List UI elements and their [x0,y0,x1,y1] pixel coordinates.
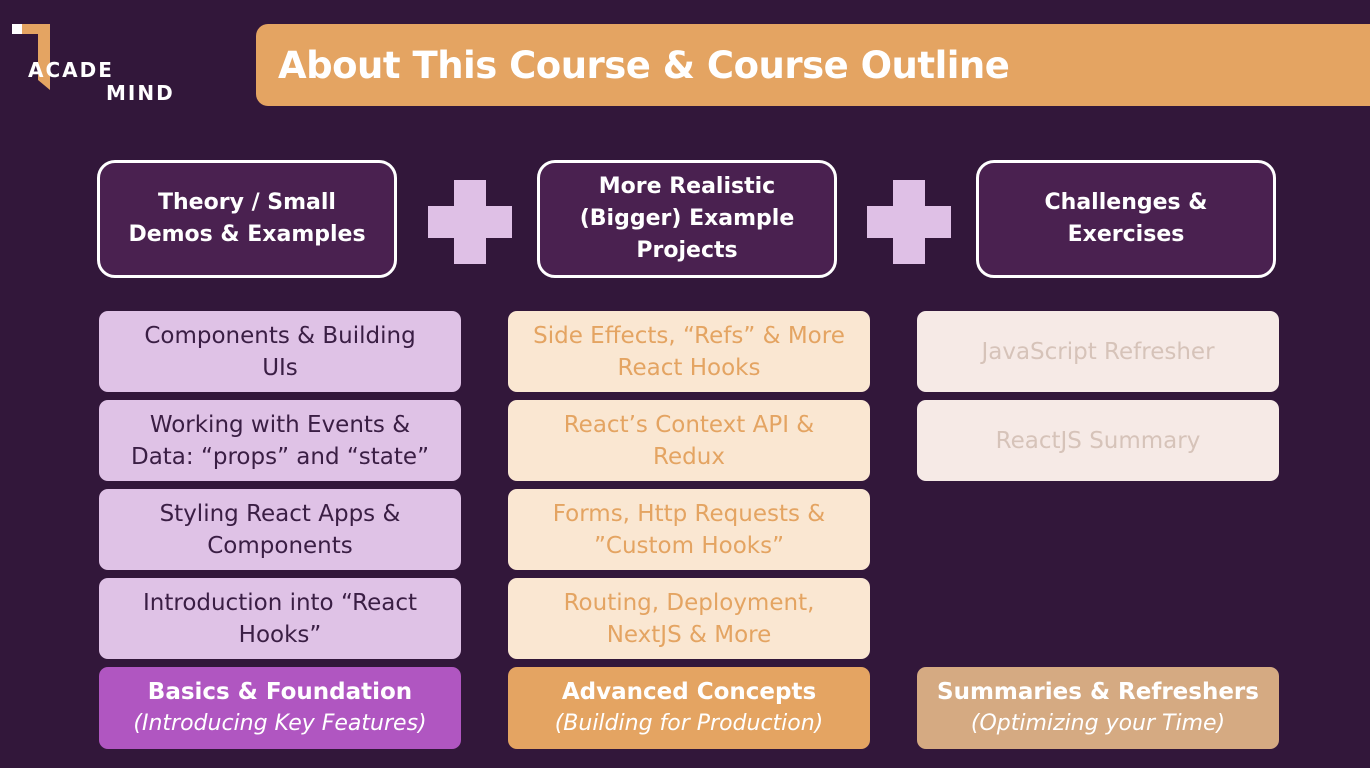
topic-card-label: Routing, Deployment, NextJS & More [563,589,815,648]
topic-card-label: React’s Context API & Redux [563,411,815,470]
footer-subtitle: (Building for Production) [554,711,824,736]
column-header-challenges: Challenges & Exercises [976,160,1276,278]
column-header-label: Theory / Small Demos & Examples [128,190,366,247]
plus-icon [867,180,951,264]
column-header-label: Challenges & Exercises [1044,190,1208,247]
academind-shape-icon [12,24,50,90]
column-header-label: More Realistic (Bigger) Example Projects [579,174,795,263]
topic-card-label: Forms, Http Requests & ”Custom Hooks” [552,500,826,559]
footer-advanced: Advanced Concepts (Building for Producti… [508,667,870,749]
column-header-theory: Theory / Small Demos & Examples [97,160,397,278]
topic-card-label: Components & Building UIs [144,322,416,381]
footer-title: Advanced Concepts [561,679,817,705]
page-title: About This Course & Course Outline [278,43,1010,87]
topic-card: ReactJS Summary [917,400,1279,481]
topic-card: Forms, Http Requests & ”Custom Hooks” [508,489,870,570]
topic-card: Side Effects, “Refs” & More React Hooks [508,311,870,392]
footer-subtitle: (Optimizing your Time) [970,711,1226,736]
topic-card: React’s Context API & Redux [508,400,870,481]
topic-card-label: Styling React Apps & Components [159,500,401,559]
footer-title: Summaries & Refreshers [937,679,1259,705]
footer-basics: Basics & Foundation (Introducing Key Fea… [99,667,461,749]
topic-card: Routing, Deployment, NextJS & More [508,578,870,659]
topic-card-label: Side Effects, “Refs” & More React Hooks [533,322,845,381]
topic-card: Styling React Apps & Components [99,489,461,570]
topic-card-label: JavaScript Refresher [981,338,1215,365]
topic-card: JavaScript Refresher [917,311,1279,392]
footer-subtitle: (Introducing Key Features) [133,711,427,736]
footer-title: Basics & Foundation [147,679,413,705]
topic-card: Components & Building UIs [99,311,461,392]
topic-card: Introduction into “React Hooks” [99,578,461,659]
topic-card-label: Working with Events & Data: “props” and … [130,411,429,470]
column-header-projects: More Realistic (Bigger) Example Projects [537,160,837,278]
logo-text-line1: ACADE [28,58,114,82]
title-bar: About This Course & Course Outline [256,24,1370,106]
topic-card: Working with Events & Data: “props” and … [99,400,461,481]
topic-card-label: ReactJS Summary [995,427,1201,454]
logo-text-line2: MIND [106,81,175,105]
topic-card-label: Introduction into “React Hooks” [142,589,418,648]
footer-summaries: Summaries & Refreshers (Optimizing your … [917,667,1279,749]
academind-logo: ACADE MIND [12,20,173,110]
plus-icon [428,180,512,264]
